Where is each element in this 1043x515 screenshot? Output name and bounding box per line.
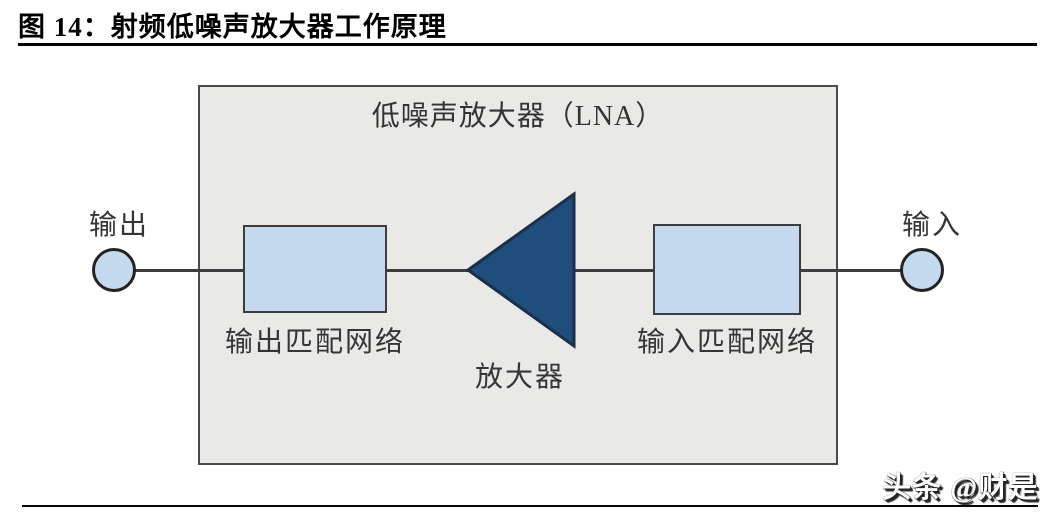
figure-title: 图 14：射频低噪声放大器工作原理	[18, 12, 447, 42]
lna-box-title: 低噪声放大器（LNA）	[371, 101, 665, 132]
output-matching-block	[243, 225, 387, 313]
top-divider	[18, 43, 1037, 46]
output-port-label: 输出	[88, 210, 149, 241]
input-port-label: 输入	[901, 210, 962, 241]
output-matching-label: 输出匹配网络	[224, 327, 405, 358]
input-matching-block	[653, 224, 801, 315]
bottom-divider	[22, 505, 1038, 507]
amplifier-triangle-icon	[465, 191, 576, 349]
amplifier-label: 放大器	[474, 362, 565, 393]
watermark: 头条 @财是	[882, 472, 1039, 504]
input-port-circle	[900, 248, 944, 292]
input-matching-label: 输入匹配网络	[636, 327, 817, 358]
output-port-circle	[92, 248, 136, 292]
